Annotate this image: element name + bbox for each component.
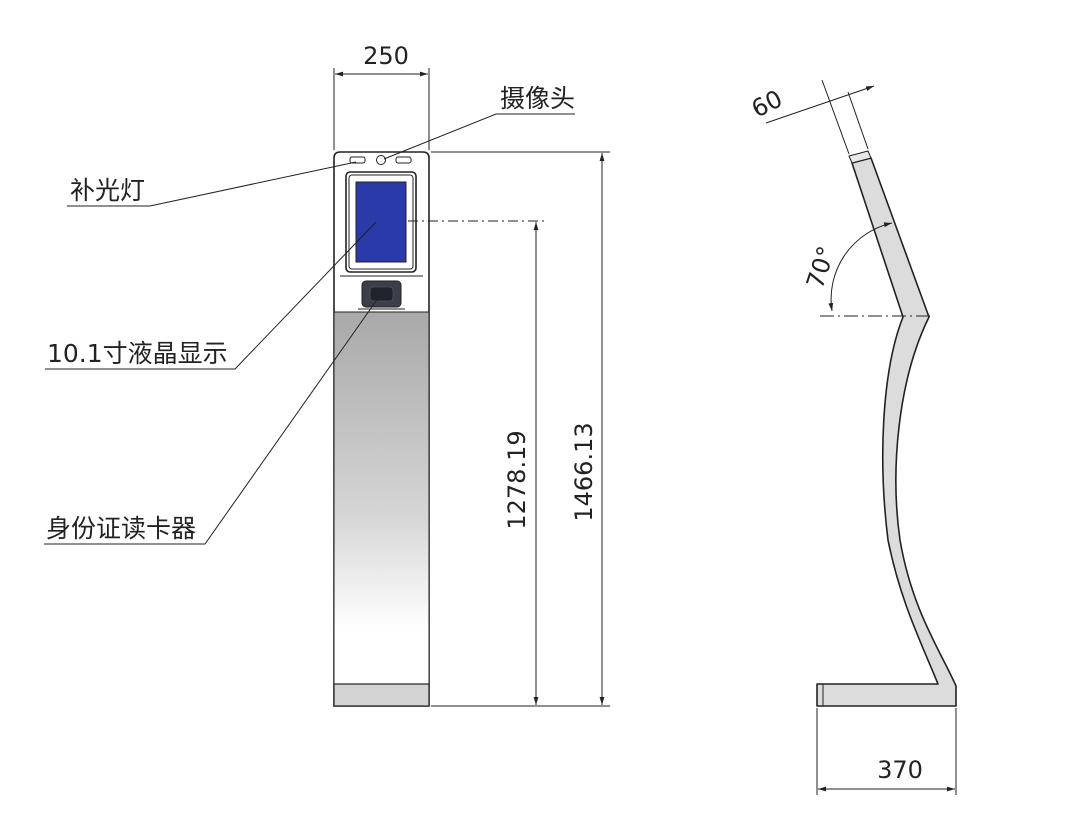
label-display: 10.1寸液晶显示 bbox=[47, 339, 228, 368]
label-camera: 摄像头 bbox=[500, 84, 575, 113]
camera-lens bbox=[376, 155, 386, 165]
dim-base-label: 370 bbox=[877, 756, 923, 784]
lcd-screen bbox=[355, 181, 407, 263]
stand-top-cap bbox=[848, 150, 872, 164]
dim-angle-label: 70° bbox=[801, 243, 841, 292]
callout-display: 10.1寸液晶显示 bbox=[45, 221, 377, 370]
screen-bezel-outer bbox=[345, 171, 417, 273]
kiosk-body-outline bbox=[333, 151, 430, 707]
dim-tilt-width: 60 bbox=[747, 79, 875, 155]
dim-base: 370 bbox=[816, 708, 957, 795]
dim-width-label: 250 bbox=[363, 42, 409, 70]
side-view bbox=[816, 150, 957, 707]
label-id-reader: 身份证读卡器 bbox=[46, 514, 196, 543]
fill-light-left bbox=[349, 156, 366, 164]
dim-width: 250 bbox=[333, 42, 430, 150]
label-fill-light: 补光灯 bbox=[70, 176, 145, 205]
id-reader-pad bbox=[369, 286, 394, 302]
callout-id-reader: 身份证读卡器 bbox=[44, 293, 382, 545]
stand-profile bbox=[816, 157, 957, 707]
kiosk-base bbox=[333, 683, 430, 707]
kiosk-column bbox=[333, 311, 430, 685]
callout-camera: 摄像头 bbox=[383, 84, 575, 160]
front-view bbox=[333, 151, 430, 707]
dim-total-height: 1466.13 bbox=[431, 151, 610, 707]
fill-light-right bbox=[395, 156, 412, 164]
screen-bezel-inner bbox=[348, 174, 414, 270]
dim-screen-height: 1278.19 bbox=[408, 220, 545, 705]
callout-fill-light: 补光灯 bbox=[67, 161, 357, 207]
dim-total-height-label: 1466.13 bbox=[570, 422, 598, 521]
dim-screen-height-label: 1278.19 bbox=[503, 430, 531, 529]
